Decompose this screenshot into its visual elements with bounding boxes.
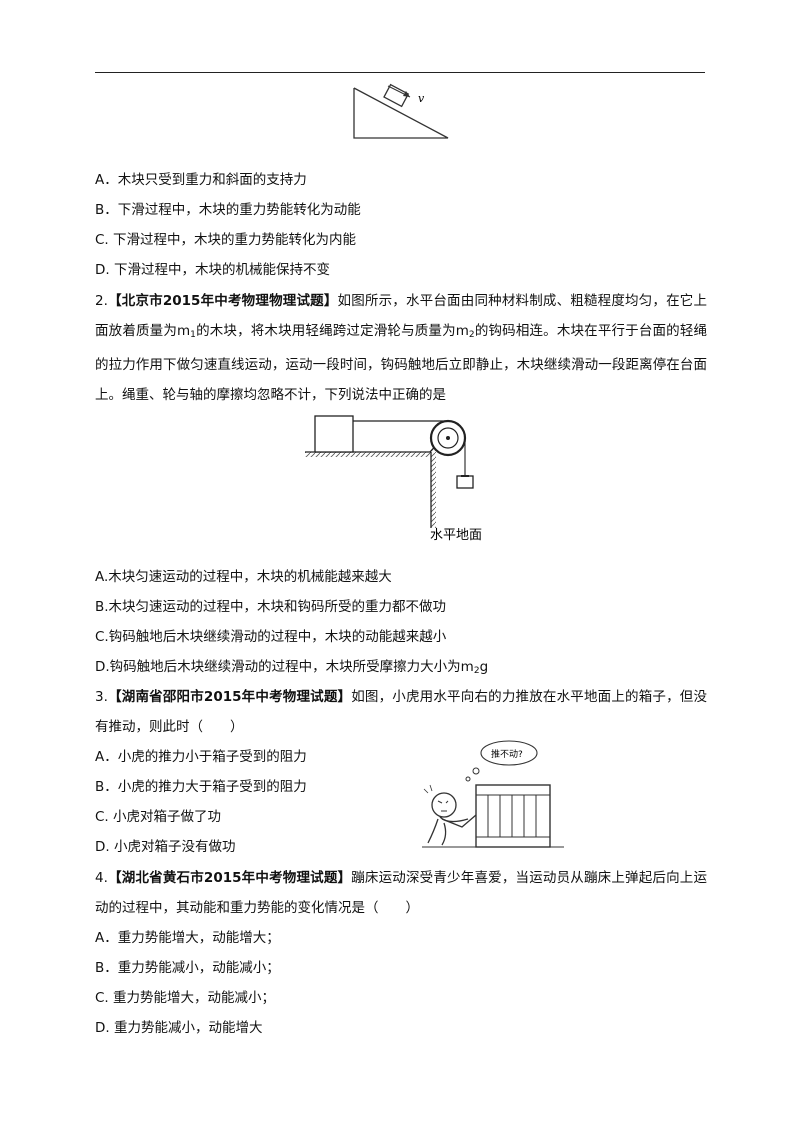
q3-option-c: C. 小虎对箱子做了功 bbox=[95, 809, 222, 825]
q2-sub-2: 2 bbox=[468, 330, 475, 340]
header-rule bbox=[95, 72, 705, 73]
q3-source: 【湖南省邵阳市2015年中考物理试题】 bbox=[107, 689, 352, 705]
ground-label: 水平地面 bbox=[430, 528, 482, 543]
thought-bubble-text: 推不动? bbox=[491, 748, 523, 760]
q3-number: 3. bbox=[95, 689, 108, 705]
q2-option-d-sub: 2 bbox=[473, 666, 480, 676]
q4-option-d: D. 重力势能减小，动能增大 bbox=[95, 1020, 263, 1036]
push-crate-figure: 推不动? bbox=[418, 735, 568, 855]
q3-stem-text: 如图，小虎用水平向右的力推放在水平地面上的箱子，但没有推动，则此时（ ） bbox=[95, 689, 707, 735]
q2-option-b: B.木块匀速运动的过程中，木块和钩码所受的重力都不做功 bbox=[95, 599, 447, 615]
q2-stem: 2.【北京市2015年中考物理物理试题】如图所示，水平台面由同种材料制成、粗糙程… bbox=[95, 286, 707, 410]
q2-stem-text-c: 的钩码相连。木块在平行于台面的轻绳的拉力作用下做匀速直线运动，运动一段时间，钩码… bbox=[95, 323, 708, 403]
q4-stem: 4.【湖北省黄石市2015年中考物理试题】蹦床运动深受青少年喜爱，当运动员从蹦床… bbox=[95, 863, 707, 923]
velocity-label: v bbox=[418, 92, 425, 105]
q2-option-c: C.钩码触地后木块继续滑动的过程中，木块的动能越来越小 bbox=[95, 629, 447, 645]
q1-option-c: C. 下滑过程中，木块的重力势能转化为内能 bbox=[95, 232, 357, 248]
q4-number: 4. bbox=[95, 870, 108, 886]
q4-option-b: B．重力势能减小，动能减小； bbox=[95, 960, 280, 976]
q2-option-a: A.木块匀速运动的过程中，木块的机械能越来越大 bbox=[95, 569, 392, 585]
q2-number: 2. bbox=[95, 293, 108, 309]
q2-stem-text-b: 的木块，将木块用轻绳跨过定滑轮与质量为m bbox=[195, 323, 469, 339]
q2-option-d: D.钩码触地后木块继续滑动的过程中，木块所受摩擦力大小为m2g bbox=[95, 657, 488, 681]
q4-source: 【湖北省黄石市2015年中考物理试题】 bbox=[107, 870, 352, 886]
q3-stem: 3.【湖南省邵阳市2015年中考物理试题】如图，小虎用水平向右的力推放在水平地面… bbox=[95, 682, 707, 742]
q1-option-b: B．下滑过程中，木块的重力势能转化为动能 bbox=[95, 202, 361, 218]
q2-source: 【北京市2015年中考物理物理试题】 bbox=[107, 293, 338, 309]
q2-option-d-tail: g bbox=[479, 659, 489, 675]
q2-option-d-text: D.钩码触地后木块继续滑动的过程中，木块所受摩擦力大小为m bbox=[95, 659, 474, 675]
q4-option-a: A．重力势能增大，动能增大； bbox=[95, 930, 280, 946]
q3-option-d: D. 小虎对箱子没有做功 bbox=[95, 839, 236, 855]
pulley-figure: 水平地面 bbox=[305, 408, 505, 543]
q3-option-b: B．小虎的推力大于箱子受到的阻力 bbox=[95, 779, 307, 795]
q1-option-a: A．木块只受到重力和斜面的支持力 bbox=[95, 172, 307, 188]
q2-sub-1: 1 bbox=[190, 330, 196, 340]
q2-stem-text-a: 如图所示，水平台面由同种材料制成、粗糙程度均匀，在它上面放着质量为m bbox=[95, 293, 708, 339]
q3-option-a: A．小虎的推力小于箱子受到的阻力 bbox=[95, 749, 307, 765]
q4-option-c: C. 重力势能增大，动能减小； bbox=[95, 990, 276, 1006]
q1-option-d: D. 下滑过程中，木块的机械能保持不变 bbox=[95, 262, 330, 278]
incline-figure: v bbox=[348, 82, 458, 144]
q4-stem-text: 蹦床运动深受青少年喜爱，当运动员从蹦床上弹起后向上运动的过程中，其动能和重力势能… bbox=[95, 870, 707, 916]
